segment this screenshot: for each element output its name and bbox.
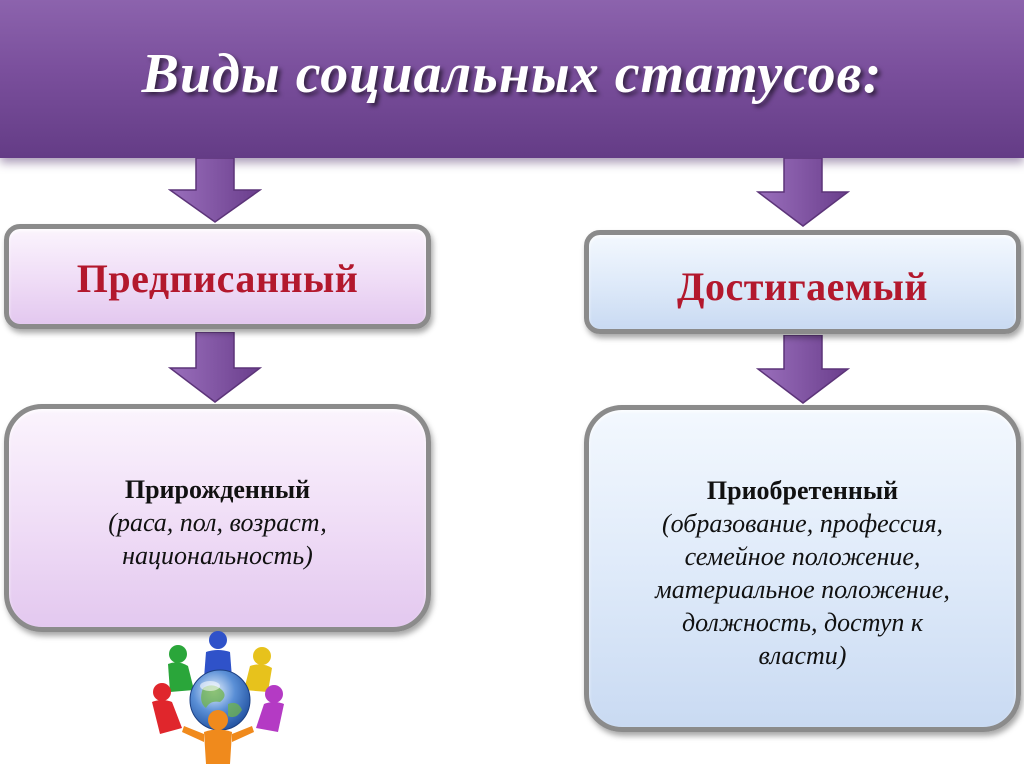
page-title: Виды социальных статусов: [141, 43, 883, 105]
acquired-status-heading: Приобретенный [706, 476, 899, 505]
acquired-status-text: Приобретенный (образование, профессия, с… [589, 474, 1016, 672]
achieved-status-box: Достигаемый [584, 230, 1021, 334]
innate-status-detail-line: национальность) [122, 541, 313, 570]
ascribed-status-label: Предписанный [76, 256, 359, 301]
people-circle-globe-icon [152, 631, 284, 764]
innate-status-heading: Прирожденный [124, 475, 311, 504]
innate-status-detail-line: (раса, пол, возраст, [108, 508, 327, 537]
acquired-status-detail-line: семейное положение, [684, 542, 921, 571]
arrow-down-icon [756, 335, 850, 404]
acquired-status-detail-line: (образование, профессия, [661, 509, 944, 538]
acquired-status-detail-line: власти) [758, 641, 847, 670]
acquired-status-detail-line: материальное положение, [655, 575, 950, 604]
achieved-status-label: Достигаемый [677, 264, 928, 309]
arrow-down-icon [168, 158, 262, 223]
arrow-down-icon [756, 158, 850, 227]
acquired-status-box: Приобретенный (образование, профессия, с… [584, 405, 1021, 732]
innate-status-text: Прирожденный (раса, пол, возраст, национ… [9, 473, 426, 572]
acquired-status-detail-line: должность, доступ к [681, 608, 924, 637]
ascribed-status-box: Предписанный [4, 224, 431, 329]
innate-status-box: Прирожденный (раса, пол, возраст, национ… [4, 404, 431, 632]
title-bar: Виды социальных статусов: [0, 0, 1024, 158]
arrow-down-icon [168, 332, 262, 403]
